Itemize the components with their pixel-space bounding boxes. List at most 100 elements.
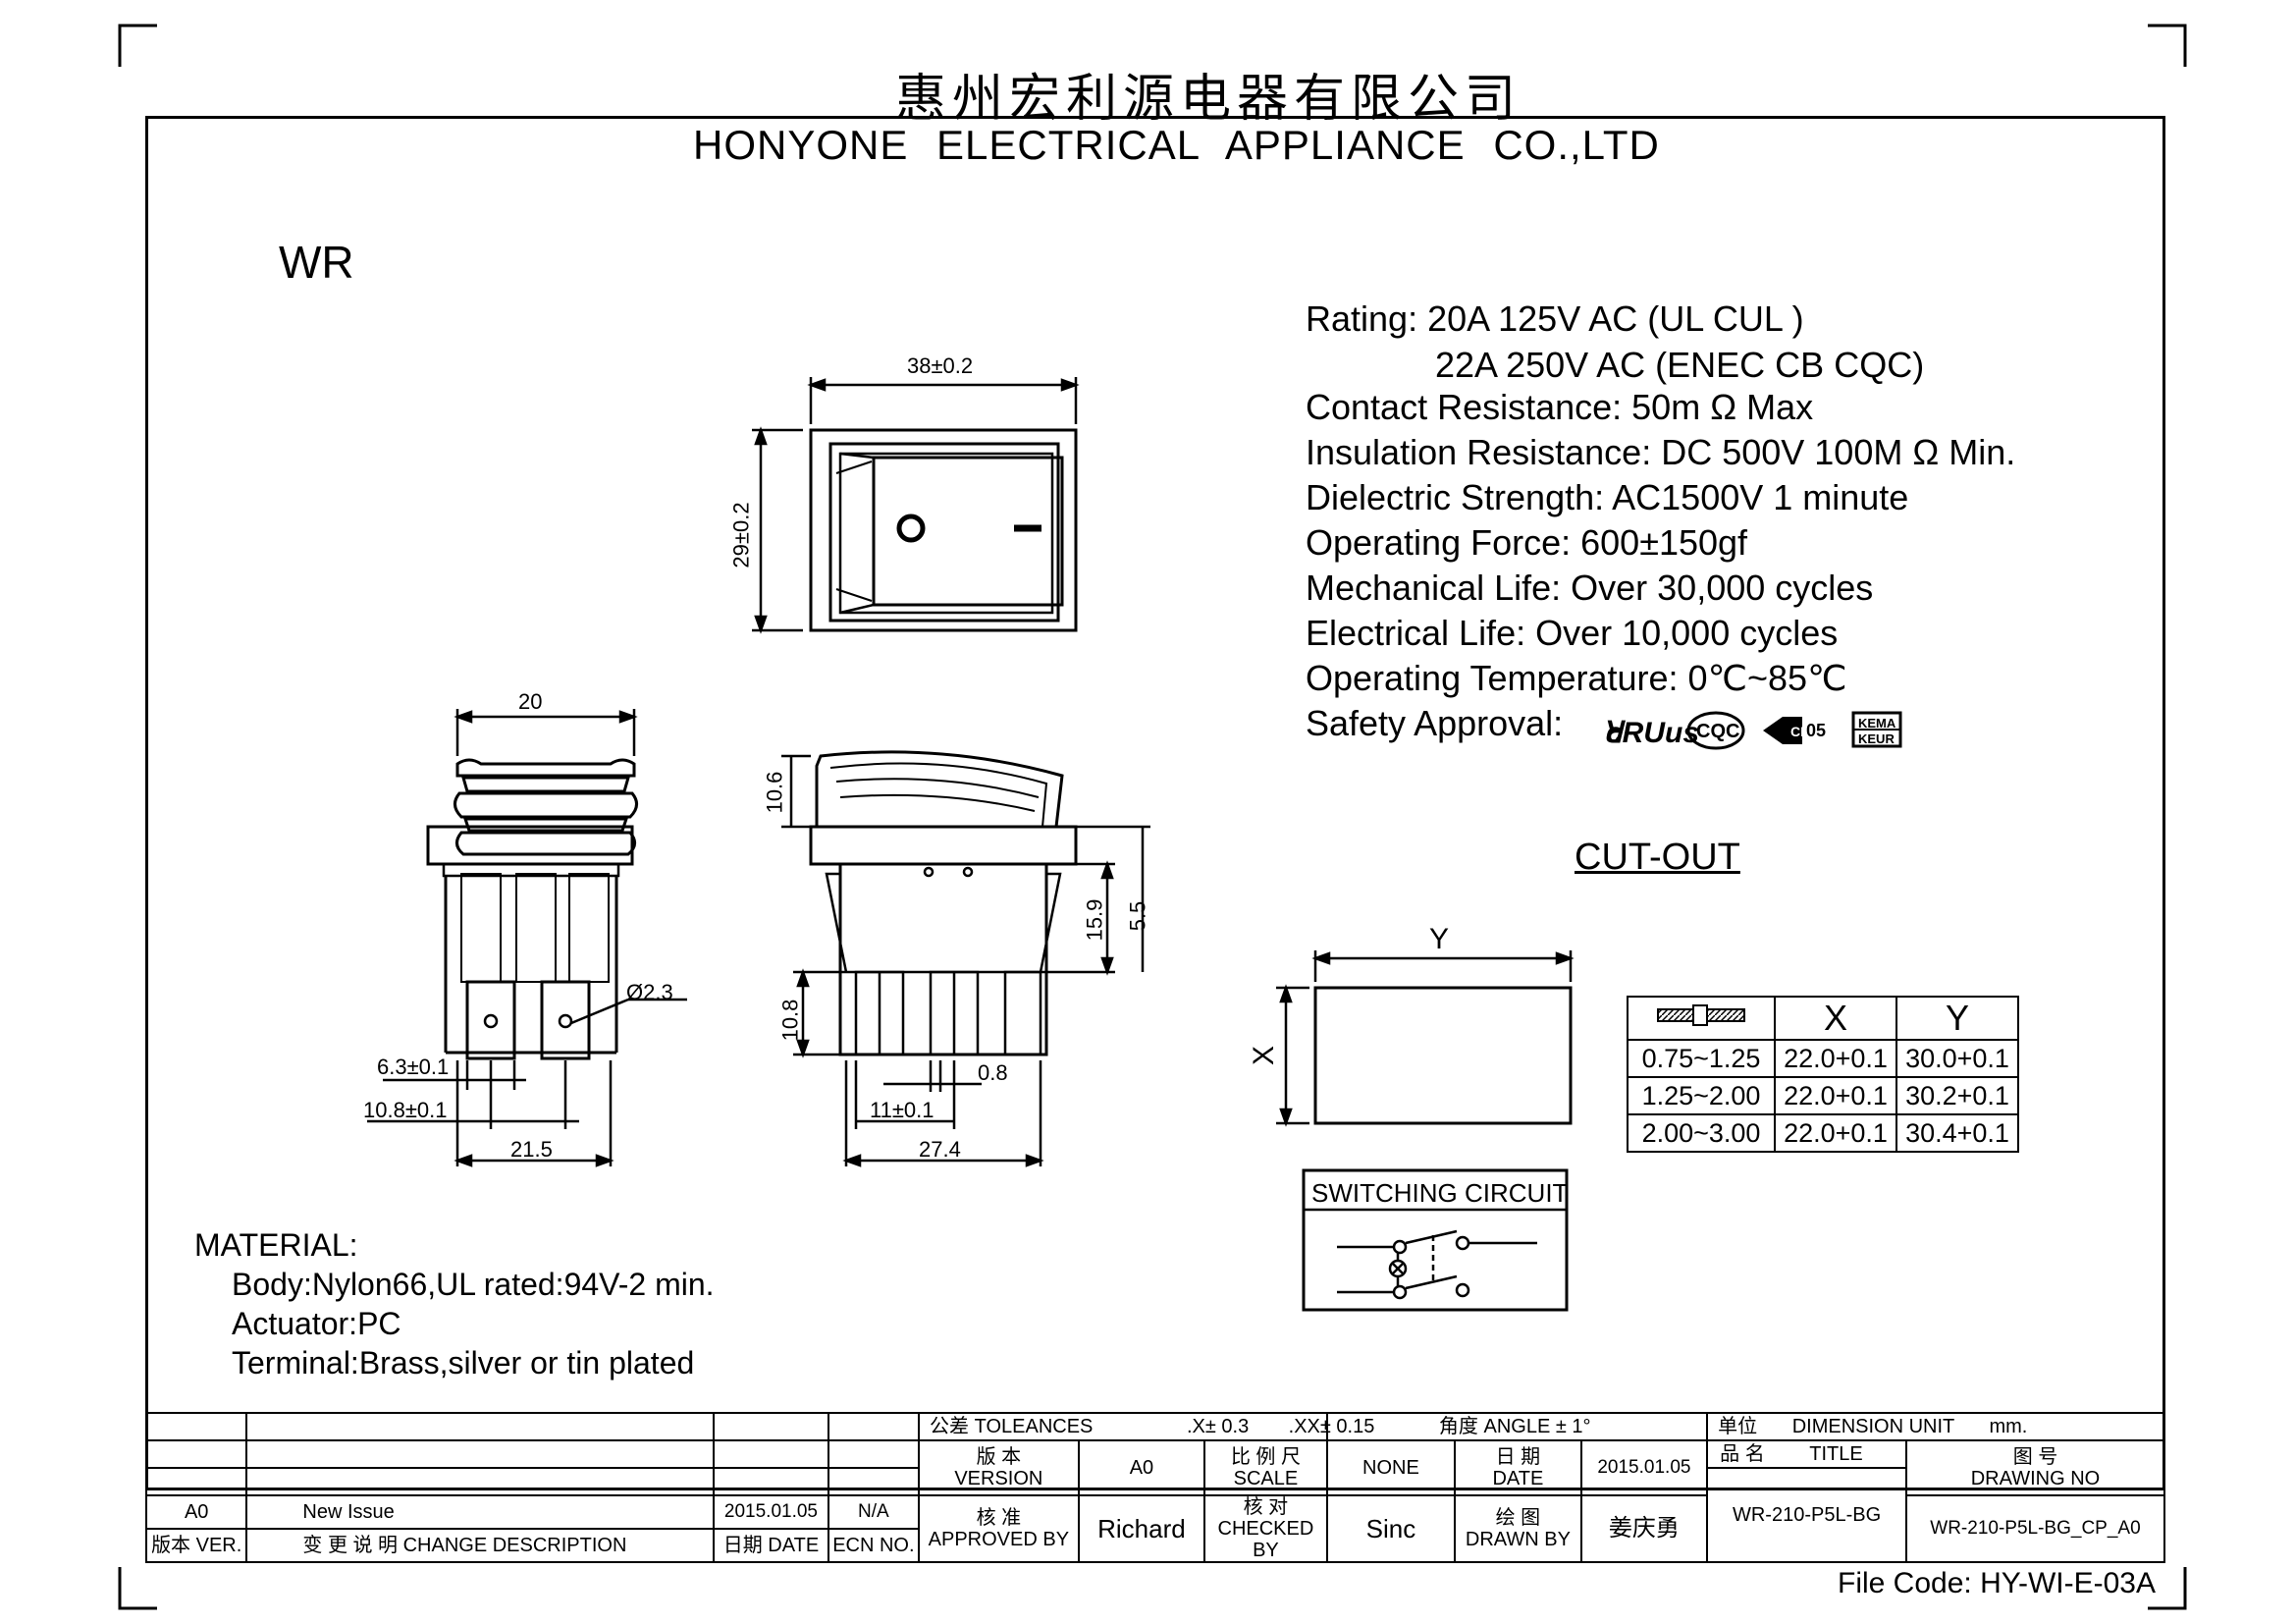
unit-cn: 单位 <box>1718 1416 1758 1437</box>
title-block: 公差 TOLEANCES .X± 0.3 .XX± 0.15 角度 ANGLE … <box>144 1412 2166 1563</box>
corner-mark-top-left <box>118 24 157 67</box>
drawing-label-en: DRAWING NO <box>1970 1468 2101 1489</box>
dim-body-width: 27.4 <box>919 1137 961 1162</box>
svg-text:CQC: CQC <box>1696 721 1739 742</box>
cell-x: 22.0+0.1 <box>1774 1039 1897 1078</box>
panel-thickness-icon <box>1657 1003 1745 1026</box>
spec-operating-force: Operating Force: 600±150gf <box>1306 522 1748 563</box>
tolerance-x: .X± 0.3 <box>1186 1416 1250 1437</box>
KEMA-KEUR-mark: KEMA KEUR <box>1851 711 1902 748</box>
cutout-label-y: Y <box>1429 923 1450 955</box>
CE-mark: CE 05 <box>1763 717 1826 744</box>
material-terminal: Terminal:Brass,silver or tin plated <box>232 1345 695 1380</box>
dim-terminal-pitch: 10.8±0.1 <box>363 1098 448 1122</box>
dim-clip-height: 5.5 <box>1125 900 1150 932</box>
approved-label-cn: 核 准 <box>976 1507 1022 1529</box>
date-label-en: DATE <box>1492 1468 1544 1489</box>
file-code: File Code: HY-WI-E-03A <box>1838 1567 2156 1599</box>
cell-x: 22.0+0.1 <box>1774 1113 1897 1153</box>
cULus-mark: ꓤ cRUus <box>1602 717 1699 749</box>
dim-rocker-height: 10.6 <box>762 771 787 814</box>
cutout-label-x: X <box>1248 1045 1281 1066</box>
drawn-label-en: DRAWN BY <box>1465 1529 1571 1550</box>
svg-text:cRUus: cRUus <box>1606 717 1699 749</box>
header-version: 版本 VER. <box>144 1528 248 1563</box>
dim-body-height: 15.9 <box>1082 898 1107 942</box>
cutout-header-y: Y <box>1896 996 2019 1041</box>
dim-front-width: 38±0.2 <box>907 353 974 378</box>
dim-terminal-hole: Ø2.3 <box>626 980 673 1004</box>
dim-terminal-spacing: 11±0.1 <box>870 1098 934 1122</box>
drawn-value: 姜庆勇 <box>1579 1494 1709 1563</box>
tolerance-xx: .XX± 0.15 <box>1288 1416 1375 1437</box>
scale-label-en: SCALE <box>1233 1468 1299 1489</box>
switching-circuit <box>1302 1168 1569 1312</box>
version-label-en: VERSION <box>954 1468 1043 1489</box>
date-value: 2015.01.05 <box>1579 1439 1709 1496</box>
tolerance-angle: 角度 ANGLE ± 1° <box>1438 1416 1591 1437</box>
drawing-number: WR-210-P5L-BG_CP_A0 <box>1904 1494 2166 1563</box>
material-actuator: Actuator:PC <box>232 1306 401 1341</box>
rev-ecn: N/A <box>827 1494 921 1530</box>
cell-x: 22.0+0.1 <box>1774 1076 1897 1115</box>
scale-value: NONE <box>1325 1439 1457 1496</box>
corner-mark-bottom-left <box>118 1567 157 1610</box>
version-value: A0 <box>1077 1439 1206 1496</box>
version-label-cn: 版 本 <box>976 1446 1022 1468</box>
rev-description: New Issue <box>245 1494 716 1530</box>
cell-thickness: 0.75~1.25 <box>1627 1039 1776 1078</box>
svg-text:ꓤ: ꓤ <box>1602 717 1627 749</box>
spec-temperature: Operating Temperature: 0℃~85℃ <box>1306 658 1847 698</box>
cell-thickness: 2.00~3.00 <box>1627 1113 1776 1153</box>
thickness-symbol-cell <box>1627 996 1776 1041</box>
spec-insulation: Insulation Resistance: DC 500V 100M Ω Mi… <box>1306 432 2016 472</box>
cutout-table: X Y 0.75~1.25 22.0+0.1 30.0+0.1 1.25~2.0… <box>1627 996 2019 1153</box>
approved-value: Richard <box>1077 1494 1206 1563</box>
cutout-title: CUT-OUT <box>1575 837 1740 878</box>
checked-value: Sinc <box>1325 1494 1457 1563</box>
circuit-title: SWITCHING CIRCUIT <box>1311 1178 1569 1208</box>
svg-text:KEMA: KEMA <box>1858 716 1896 731</box>
dim-side-base: 21.5 <box>510 1137 553 1162</box>
company-name-cn: 惠州宏利源电器有限公司 <box>895 70 1522 129</box>
table-row: 0.75~1.25 22.0+0.1 30.0+0.1 <box>1627 1039 2019 1078</box>
rev-date: 2015.01.05 <box>713 1494 829 1530</box>
material-title: MATERIAL: <box>194 1227 358 1263</box>
rev-version: A0 <box>144 1494 248 1530</box>
dim-terminal-width: 6.3±0.1 <box>377 1055 450 1079</box>
header-date: 日期 DATE <box>713 1528 829 1563</box>
side-view <box>367 709 687 1167</box>
drawn-label-cn: 绘 图 <box>1495 1507 1541 1529</box>
unit-value: mm. <box>1989 1416 2028 1437</box>
checked-label-cn: 核 对 <box>1243 1496 1289 1518</box>
spec-mechanical-life: Mechanical Life: Over 30,000 cycles <box>1306 568 1874 608</box>
spec-dielectric: Dielectric Strength: AC1500V 1 minute <box>1306 477 1909 517</box>
table-row: 2.00~3.00 22.0+0.1 30.4+0.1 <box>1627 1113 2019 1153</box>
spec-rating-2: 22A 250V AC (ENEC CB CQC) <box>1435 345 1925 385</box>
table-row: 1.25~2.00 22.0+0.1 30.2+0.1 <box>1627 1076 2019 1115</box>
cell-y: 30.4+0.1 <box>1896 1113 2019 1153</box>
dim-side-width: 20 <box>518 689 543 714</box>
title-label-en: TITLE <box>1809 1443 1863 1465</box>
part-title: WR-210-P5L-BG <box>1706 1467 1907 1563</box>
svg-text:CE: CE <box>1790 724 1809 739</box>
dim-terminal-length: 10.8 <box>777 999 803 1042</box>
approved-label-en: APPROVED BY <box>928 1529 1070 1550</box>
svg-text:KEUR: KEUR <box>1858 731 1895 746</box>
title-label-cn: 品 名 <box>1720 1443 1765 1465</box>
CQC-mark: CQC <box>1686 711 1745 750</box>
cell-thickness: 1.25~2.00 <box>1627 1076 1776 1115</box>
tolerance-label: 公差 TOLEANCES <box>930 1416 1094 1437</box>
corner-mark-bottom-right <box>2148 1567 2187 1610</box>
dim-terminal-thickness: 0.8 <box>978 1060 1008 1085</box>
cell-y: 30.0+0.1 <box>1896 1039 2019 1078</box>
svg-text:05: 05 <box>1806 721 1826 740</box>
date-label-cn: 日 期 <box>1495 1446 1541 1468</box>
company-name-en: HONYONE ELECTRICAL APPLIANCE CO.,LTD <box>683 122 1670 169</box>
unit-label: DIMENSION UNIT <box>1791 1416 1954 1437</box>
material-body: Body:Nylon66,UL rated:94V-2 min. <box>232 1267 715 1302</box>
approval-marks: ꓤ cRUus CQC CE 05 KEMA KEUR <box>1602 711 1902 750</box>
dim-front-height: 29±0.2 <box>728 502 754 568</box>
drawing-label-cn: 图 号 <box>2012 1446 2058 1468</box>
